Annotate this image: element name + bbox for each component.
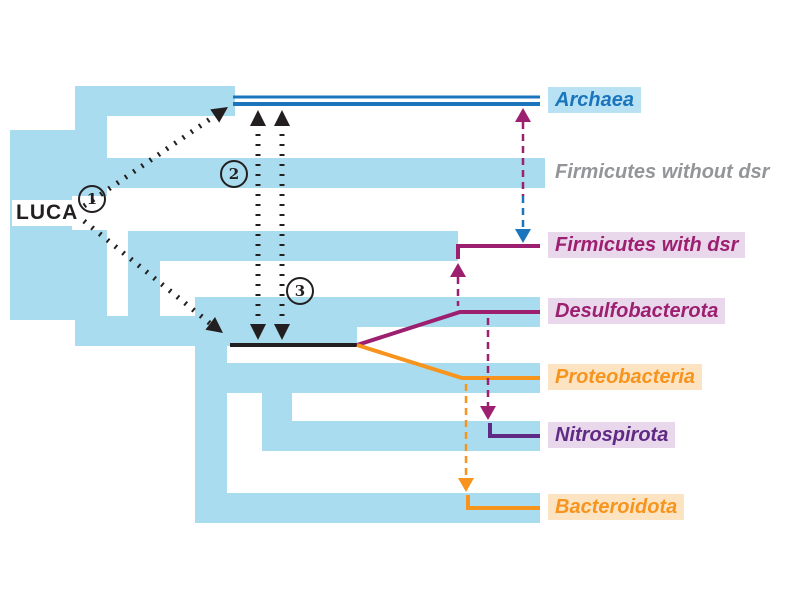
firmicutes-dsr-line (456, 244, 540, 259)
event-number-3: 3 (286, 277, 314, 305)
transfer-arrow-desulfo-to-nitrospirota-arrowhead (480, 406, 496, 420)
hgt-arrow-2-top-arrowhead (250, 110, 266, 126)
transfer-arrow-firmicutes-to-archaea-arrowhead (515, 108, 531, 122)
desulfobacterota-dsr-line (356, 310, 540, 347)
hgt-arrow-luca-to-archaea (82, 112, 218, 209)
tree-firmicutes-vertical (128, 231, 160, 346)
tree-branch-firmicutes-with-dsr (160, 231, 458, 261)
transfer-arrow-desulfo-to-firmicutes-arrowhead (450, 263, 466, 277)
nitrospirota-dsr-line (488, 423, 540, 438)
bacteroidota-dsr-line (466, 495, 540, 510)
taxon-label-archaea: Archaea (548, 87, 641, 113)
taxon-label-firmicutes-with-dsr: Firmicutes with dsr (548, 232, 746, 258)
transfer-arrow-archaea-to-firmicutes-arrowhead (515, 229, 531, 243)
tree-branch-archaea (75, 86, 235, 116)
species-tree (10, 86, 545, 523)
gene-transfer-arrows (450, 108, 531, 492)
taxon-label-desulfobacterota: Desulfobacterota (548, 298, 726, 324)
hgt-arrow-luca-to-archaea-arrowhead (210, 107, 228, 123)
taxon-label-firmicutes-without-dsr: Firmicutes without dsr (555, 161, 770, 183)
hgt-hypothesis-arrows (82, 107, 290, 340)
event-number-1: 1 (78, 185, 106, 213)
hgt-arrow-3-bottom-arrowhead (274, 324, 290, 340)
proteobacteria-dsr-line (356, 343, 540, 380)
luca-root-label: LUCA (12, 200, 83, 226)
tree-lower-vertical (195, 297, 227, 523)
hgt-arrow-luca-to-bacteria-arrowhead (205, 316, 223, 333)
hgt-arrow-2-bottom-arrowhead (250, 324, 266, 340)
taxon-label-proteobacteria: Proteobacteria (548, 364, 703, 390)
dsr-gene-lines (230, 95, 540, 510)
hgt-arrow-3-top-arrowhead (274, 110, 290, 126)
transfer-arrow-proteo-to-bacteroidota-arrowhead (458, 478, 474, 492)
tree-branch-firmicutes-without-dsr (107, 158, 545, 188)
taxon-label-nitrospirota: Nitrospirota (548, 422, 676, 448)
event-number-2: 2 (220, 160, 248, 188)
taxon-label-bacteroidota: Bacteroidota (548, 494, 685, 520)
